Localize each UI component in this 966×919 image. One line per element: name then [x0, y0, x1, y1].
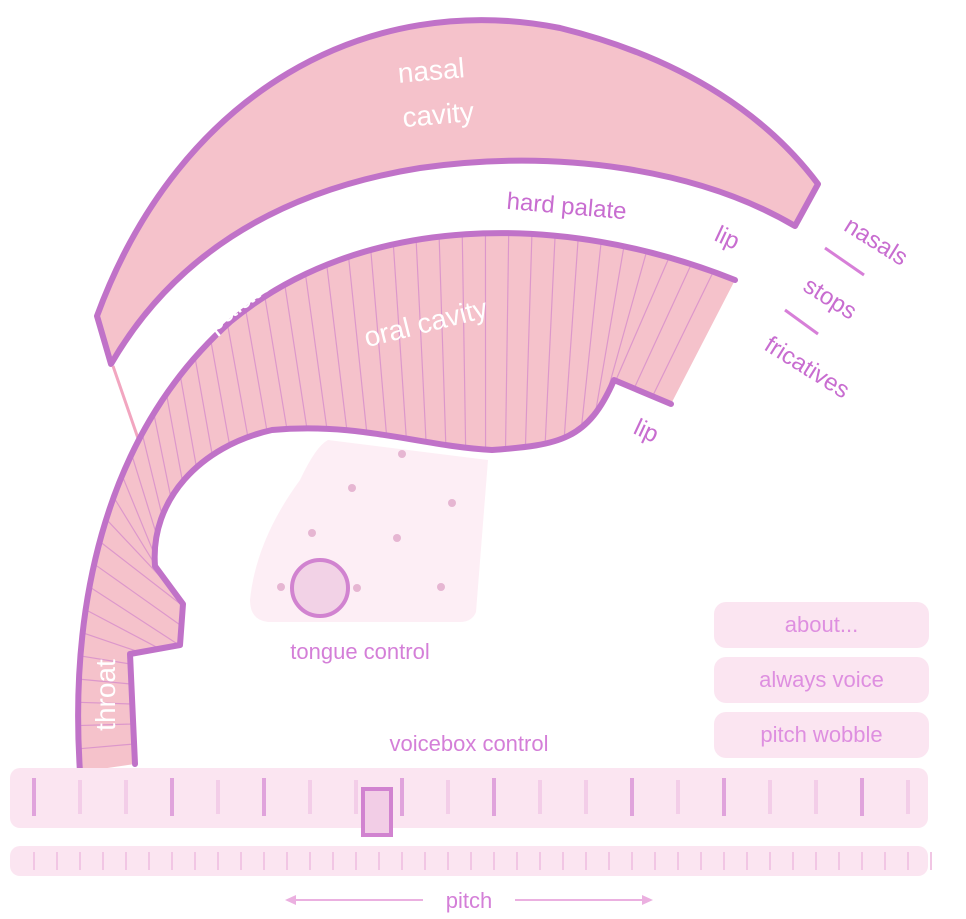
tract-section-line: [461, 234, 467, 448]
tract-section-line: [141, 433, 163, 517]
tongue-control-label: tongue control: [290, 639, 429, 664]
upper-lip-label: lip: [711, 221, 744, 256]
tongue-grid-dots: [277, 450, 456, 592]
nasals-tick: [824, 246, 865, 277]
voicebox-control-label: voicebox control: [390, 731, 549, 756]
nasal-cavity-label-line1: nasal: [396, 52, 465, 89]
tract-section-line: [415, 239, 427, 442]
always-voice-button[interactable]: always voice: [714, 657, 929, 703]
tract-section-line: [165, 393, 184, 482]
tract-cross-sections: [78, 233, 714, 750]
tract-outer-outline: [75, 230, 738, 775]
tract-section-line: [504, 233, 510, 449]
tract-section-line: [370, 249, 388, 436]
lower-lip-label: lip: [630, 414, 663, 449]
tract-section-line: [78, 678, 132, 685]
throat-label: throat: [90, 659, 121, 731]
tract-section-line: [284, 284, 308, 429]
tract-inner-outline: [127, 377, 674, 767]
fricatives-label: fricatives: [760, 331, 855, 404]
tract-section-line: [544, 235, 556, 444]
tract-section-line: [605, 251, 648, 397]
tract-section-line: [594, 246, 625, 414]
tract-section-line: [304, 274, 328, 429]
tract-section-line: [80, 655, 131, 665]
tract-section-line: [347, 256, 368, 433]
tract-section-line: [78, 723, 134, 727]
tract-section-line: [89, 586, 180, 646]
hard-palate-label: hard palate: [506, 188, 628, 225]
tract-section-line: [326, 264, 348, 431]
tract-section-line: [226, 324, 249, 438]
pitch-strip[interactable]: [10, 846, 928, 876]
tract-section-line: [392, 244, 407, 439]
tract-section-line: [524, 233, 533, 447]
tract-section-line: [652, 271, 714, 397]
tract-section-line: [438, 236, 447, 446]
tongue-control-knob[interactable]: [290, 558, 350, 618]
tract-section-line: [245, 309, 268, 432]
velum-line: [111, 365, 142, 445]
tract-section-line: [633, 263, 692, 389]
voicebox-keyboard[interactable]: [10, 768, 928, 828]
stops-label: stops: [798, 272, 861, 325]
tract-section-line: [131, 454, 158, 536]
nasals-label: nasals: [839, 212, 912, 272]
tract-section-line: [264, 296, 288, 430]
tract-section-line: [85, 609, 160, 650]
tract-section-line: [580, 241, 602, 428]
tongue-control-area[interactable]: [250, 440, 488, 622]
tract-section-line: [82, 632, 141, 653]
tract-section-line: [615, 257, 670, 381]
stops-tick: [784, 308, 819, 336]
tract-section-line: [78, 743, 135, 750]
tract-section-line: [194, 357, 213, 456]
tract-section-line: [93, 563, 182, 627]
nasal-cavity-shape: [94, 17, 821, 367]
tract-section-line: [78, 701, 133, 705]
nasal-cavity-label-line2: cavity: [401, 96, 475, 133]
tract-section-line: [121, 475, 156, 556]
oral-cavity-shape: [78, 233, 735, 772]
pitch-wobble-button[interactable]: pitch wobble: [714, 712, 929, 758]
about-button[interactable]: about...: [714, 602, 929, 648]
tract-section-line: [563, 238, 579, 438]
tract-section-line: [210, 340, 231, 446]
tract-section-line: [99, 541, 184, 607]
tract-section-line: [179, 375, 198, 468]
tract-section-line: [153, 413, 172, 499]
